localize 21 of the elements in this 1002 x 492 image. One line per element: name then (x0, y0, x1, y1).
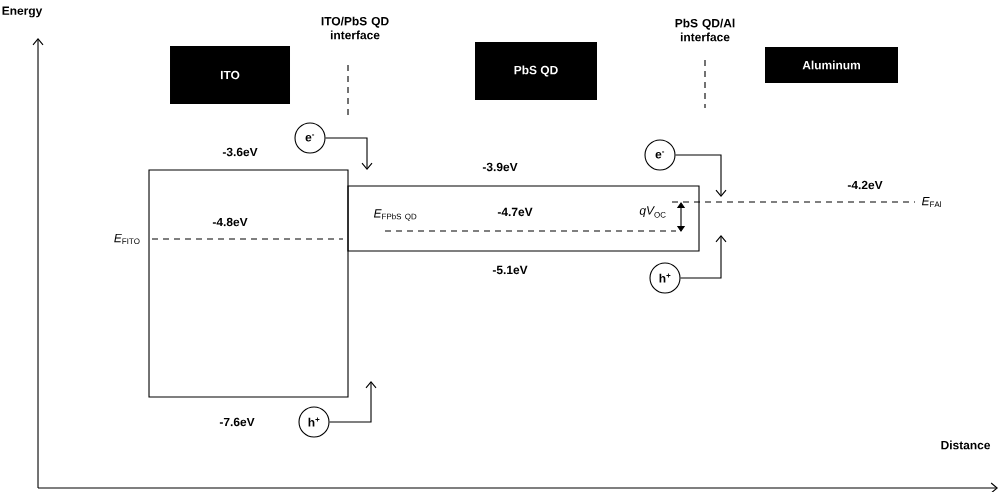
axis-label: Energy (2, 6, 43, 18)
energy-value: -7.6eV (219, 417, 255, 427)
energy-value: -4.7eV (497, 207, 533, 217)
fermi-level-label: $\mathit{E}_{\mathrm{FITO}}$ (114, 233, 140, 245)
material-label: PbS QD (475, 42, 597, 100)
energy-band-box (347, 185, 700, 252)
axis-label: Distance (941, 440, 991, 450)
energy-value: -4.8eV (212, 217, 248, 227)
material-label: Aluminum (765, 47, 898, 83)
energy-value: -4.2eV (847, 180, 883, 190)
fermi-level-label: $\mathit{E}_{\mathrm{FAl}}$ (921, 197, 941, 207)
voltage-label: $\mathit{qV}_{\mathrm{OC}}$ (639, 206, 666, 218)
fermi-level-label: $\mathit{E}_{\mathrm{FPbS\ QD}}$ (373, 209, 417, 221)
arrow (329, 381, 377, 423)
interface-label: PbS QD/Al interface (675, 18, 735, 42)
energy-value: -5.1eV (492, 265, 528, 275)
arrow (675, 154, 727, 197)
arrow (325, 137, 373, 170)
energy-band-box (148, 169, 349, 398)
arrow (680, 235, 727, 279)
material-label: ITO (170, 46, 290, 104)
